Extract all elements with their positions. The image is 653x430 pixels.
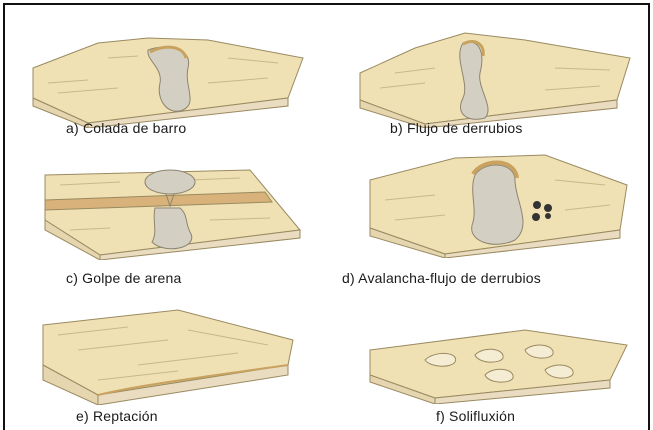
panel-d-diagram [365, 150, 635, 258]
panel-c-caption: c) Golpe de arena [66, 270, 181, 286]
panel-f-caption: f) Solifluxión [436, 408, 515, 424]
panel-b-diagram [355, 28, 645, 128]
panel-b-caption: b) Flujo de derrubios [390, 120, 523, 136]
panel-e-caption: e) Reptación [76, 408, 158, 424]
panel-f-diagram [365, 320, 635, 404]
panel-a-caption: a) Colada de barro [66, 120, 186, 136]
panel-e-diagram [38, 305, 303, 405]
panel-a-diagram [28, 28, 318, 128]
panel-d-caption: d) Avalancha-flujo de derrubios [342, 270, 541, 286]
panel-c-diagram [40, 160, 310, 260]
